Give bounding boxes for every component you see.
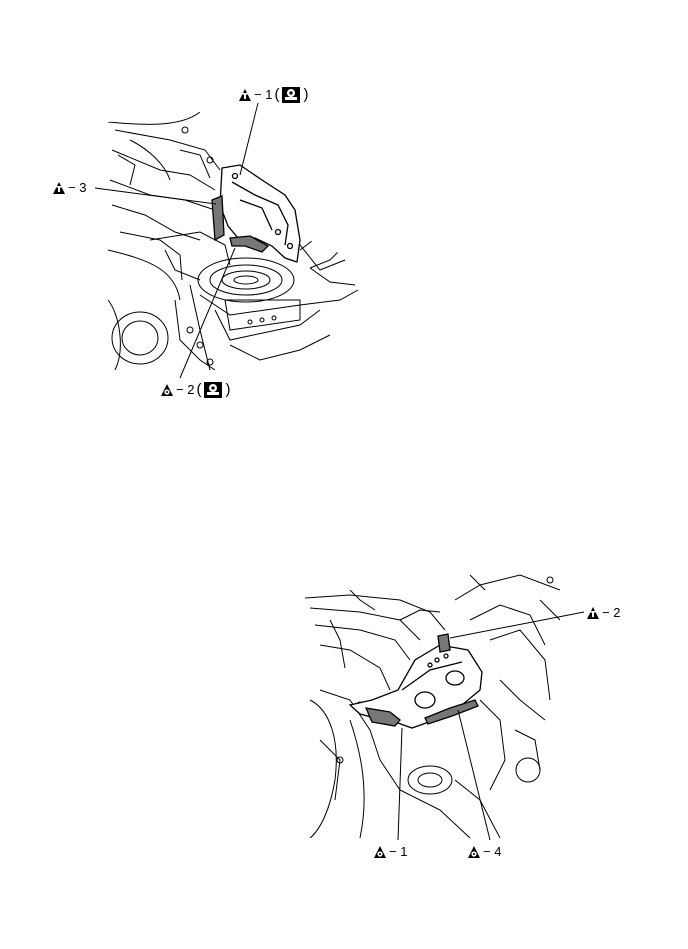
power-tool-icon: [204, 382, 223, 398]
callout-label: − 1: [389, 844, 408, 859]
callout-nut-2: − 2 ( ): [160, 381, 230, 399]
nut-symbol-icon: [468, 846, 480, 858]
open-paren: (: [274, 86, 280, 103]
callout-bolt-3: − 3: [52, 180, 86, 196]
callout-label: − 1: [254, 87, 273, 102]
power-tool-icon: [282, 87, 301, 103]
top-bracket: [211, 164, 301, 263]
close-paren: ): [225, 381, 231, 398]
bolt-symbol-icon: [587, 607, 599, 619]
callout-nut-1-bottom: − 1: [373, 844, 407, 860]
callout-label: − 3: [68, 180, 87, 195]
callout-label: − 2: [176, 382, 195, 397]
close-paren: ): [303, 86, 309, 103]
bolt-symbol-icon: [53, 182, 65, 194]
bottom-engine-illustration: [305, 574, 560, 838]
callout-bolt-2-bottom: − 2: [586, 605, 620, 621]
nut-symbol-icon: [374, 846, 386, 858]
callout-nut-4-bottom: − 4: [467, 844, 501, 860]
bottom-bracket: [348, 633, 483, 729]
callout-label: − 2: [602, 605, 621, 620]
open-paren: (: [196, 381, 202, 398]
callout-leader-lines: [94, 102, 585, 841]
callout-label: − 4: [483, 844, 502, 859]
callout-bolt-1: − 1 ( ): [238, 86, 308, 104]
bolt-symbol-icon: [239, 89, 251, 101]
nut-symbol-icon: [161, 384, 173, 396]
